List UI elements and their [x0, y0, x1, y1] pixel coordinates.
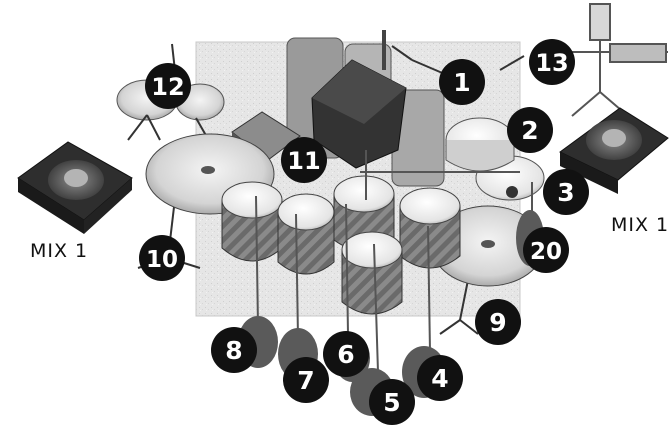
badge-9: 9	[475, 299, 521, 345]
badge-4-label: 4	[431, 364, 448, 393]
tom-2	[446, 118, 514, 171]
monitor-wedge-left	[18, 142, 132, 234]
badge-7-label: 7	[297, 366, 314, 395]
monitor-label-right: MIX 1	[611, 214, 669, 236]
badge-3: 3	[543, 169, 589, 215]
badge-9-label: 9	[489, 308, 506, 337]
badge-13: 13	[529, 39, 575, 85]
badge-4: 4	[417, 355, 463, 401]
badge-2-label: 2	[521, 116, 538, 145]
badge-5: 5	[369, 379, 415, 425]
badge-6-label: 6	[337, 340, 354, 369]
badge-2: 2	[507, 107, 553, 153]
badge-10-label: 10	[146, 247, 178, 273]
badge-1-label: 1	[453, 68, 470, 97]
badge-12-label: 12	[151, 73, 184, 101]
badge-3-label: 3	[557, 178, 574, 207]
badge-20-label: 20	[530, 239, 562, 265]
overhead-mic-stand	[560, 4, 668, 116]
badge-5-label: 5	[383, 388, 400, 417]
badge-13-label: 13	[535, 49, 568, 77]
badge-7: 7	[283, 357, 329, 403]
badge-8-label: 8	[225, 336, 242, 365]
monitor-label-left: MIX 1	[30, 240, 88, 262]
badge-10: 10	[139, 235, 185, 281]
badge-11: 11	[281, 137, 327, 183]
badge-20: 20	[523, 227, 569, 273]
badge-1: 1	[439, 59, 485, 105]
badge-12: 12	[145, 63, 191, 109]
badge-8: 8	[211, 327, 257, 373]
badge-11-label: 11	[287, 147, 320, 175]
badge-6: 6	[323, 331, 369, 377]
